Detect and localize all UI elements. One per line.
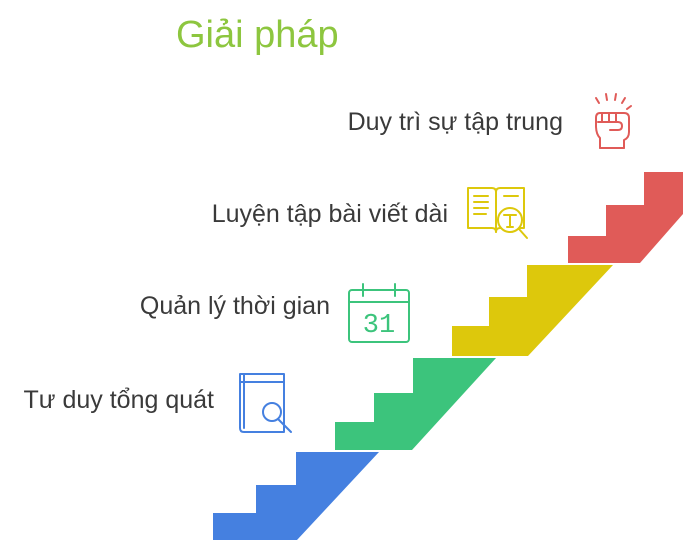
step-label-general-thinking: Tư duy tổng quát xyxy=(23,386,214,414)
raised-fist-icon xyxy=(595,93,632,149)
calendar-icon: 31 xyxy=(348,283,410,343)
calendar-day-number: 31 xyxy=(363,311,395,341)
diagram-title: Giải pháp xyxy=(176,14,339,56)
book-search-icon xyxy=(239,373,292,433)
stair-segment-blue xyxy=(213,452,379,540)
stair-segment-red xyxy=(568,172,683,263)
step-label-long-writing: Luyện tập bài viết dài xyxy=(211,200,448,228)
stair-segment-yellow xyxy=(452,265,613,356)
book-text-search-icon xyxy=(467,187,528,239)
stair-segment-green xyxy=(335,358,496,450)
step-label-focus: Duy trì sự tập trung xyxy=(347,108,563,136)
step-label-time-management: Quản lý thời gian xyxy=(139,292,330,320)
